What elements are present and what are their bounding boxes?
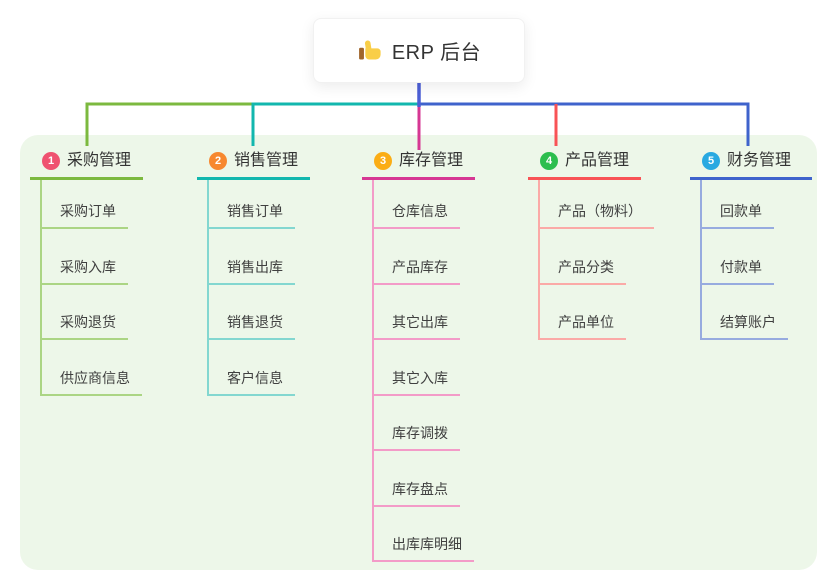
mindmap-child-node[interactable]: 库存盘点 bbox=[374, 451, 460, 507]
mindmap-child-node[interactable]: 仓库信息 bbox=[374, 180, 460, 229]
mindmap-child-node[interactable]: 销售退货 bbox=[209, 285, 295, 340]
branch-finance: 5 财务管理 回款单付款单结算账户 bbox=[690, 150, 812, 340]
child-node-label: 产品单位 bbox=[558, 314, 614, 330]
child-node-label: 产品库存 bbox=[392, 258, 448, 275]
root-title: ERP 后台 bbox=[391, 42, 482, 64]
mindmap-child-node[interactable]: 采购入库 bbox=[42, 229, 128, 285]
branch-children-list: 采购订单采购入库采购退货供应商信息 bbox=[40, 180, 142, 396]
root-node[interactable]: ERP 后台 bbox=[313, 18, 525, 83]
branch-number-badge: 4 bbox=[540, 152, 558, 170]
mindmap-child-node[interactable]: 采购订单 bbox=[42, 180, 128, 229]
mindmap-child-node[interactable]: 回款单 bbox=[702, 180, 774, 229]
child-node-label: 销售退货 bbox=[227, 314, 283, 330]
branch-finance-header[interactable]: 5 财务管理 bbox=[690, 150, 812, 180]
branch-children-list: 仓库信息产品库存其它出库其它入库库存调拨库存盘点出库库明细 bbox=[372, 180, 474, 562]
mindmap-child-node[interactable]: 产品（物料） bbox=[540, 180, 654, 229]
mindmap-child-node[interactable]: 销售出库 bbox=[209, 229, 295, 285]
child-node-label: 其它入库 bbox=[392, 369, 448, 386]
child-node-label: 付款单 bbox=[720, 258, 762, 275]
branch-number-badge: 1 bbox=[42, 152, 60, 170]
child-node-label: 出库库明细 bbox=[392, 536, 462, 552]
mindmap-child-node[interactable]: 采购退货 bbox=[42, 285, 128, 340]
branch-label: 产品管理 bbox=[565, 152, 630, 169]
child-node-label: 销售订单 bbox=[227, 203, 283, 219]
branch-children-list: 销售订单销售出库销售退货客户信息 bbox=[207, 180, 295, 396]
branch-inventory: 3 库存管理 仓库信息产品库存其它出库其它入库库存调拨库存盘点出库库明细 bbox=[362, 150, 476, 562]
child-node-label: 结算账户 bbox=[720, 314, 776, 330]
mindmap-child-node[interactable]: 产品库存 bbox=[374, 229, 460, 285]
mindmap-child-node[interactable]: 结算账户 bbox=[702, 285, 788, 340]
mindmap-child-node[interactable]: 产品分类 bbox=[540, 229, 626, 285]
branch-number-badge: 3 bbox=[374, 152, 392, 170]
branch-product: 4 产品管理 产品（物料） 产品分类产品单位 bbox=[528, 150, 654, 340]
branch-procurement-header[interactable]: 1 采购管理 bbox=[30, 150, 144, 180]
thumbs-up-icon bbox=[358, 40, 381, 60]
mindmap-child-node[interactable]: 出库库明细 bbox=[374, 507, 474, 562]
child-node-label: 回款单 bbox=[720, 203, 762, 219]
branch-children-list: 产品（物料） 产品分类产品单位 bbox=[538, 180, 654, 340]
child-node-label: 采购退货 bbox=[60, 314, 116, 330]
branch-label: 财务管理 bbox=[727, 152, 792, 169]
branch5-connector bbox=[420, 102, 750, 146]
child-node-label: 采购订单 bbox=[60, 203, 116, 219]
child-node-label: 客户信息 bbox=[227, 369, 283, 386]
branch-sales-header[interactable]: 2 销售管理 bbox=[197, 150, 311, 180]
branch-sales: 2 销售管理 销售订单销售出库销售退货客户信息 bbox=[197, 150, 311, 396]
branch-procurement: 1 采购管理 采购订单采购入库采购退货供应商信息 bbox=[30, 150, 144, 396]
child-node-label: 采购入库 bbox=[60, 258, 116, 275]
child-node-label: 供应商信息 bbox=[60, 369, 130, 386]
mindmap-child-node[interactable]: 客户信息 bbox=[209, 340, 295, 396]
branch-number-badge: 2 bbox=[209, 152, 227, 170]
mindmap-child-node[interactable]: 销售订单 bbox=[209, 180, 295, 229]
mindmap-child-node[interactable]: 库存调拨 bbox=[374, 396, 460, 451]
mindmap-child-node[interactable]: 供应商信息 bbox=[42, 340, 142, 396]
child-node-label: 产品分类 bbox=[558, 258, 614, 275]
branch-label: 采购管理 bbox=[67, 152, 132, 169]
mindmap-child-node[interactable]: 其它出库 bbox=[374, 285, 460, 340]
mindmap-child-node[interactable]: 产品单位 bbox=[540, 285, 626, 340]
child-node-label: 库存调拨 bbox=[392, 425, 448, 441]
branch-label: 销售管理 bbox=[234, 152, 299, 169]
branches-panel bbox=[20, 135, 817, 570]
branch2-connector bbox=[251, 102, 418, 146]
child-node-label: 库存盘点 bbox=[392, 480, 448, 497]
branch-inventory-header[interactable]: 3 库存管理 bbox=[362, 150, 476, 180]
child-node-label: 仓库信息 bbox=[392, 203, 448, 219]
mindmap-child-node[interactable]: 付款单 bbox=[702, 229, 774, 285]
branch-children-list: 回款单付款单结算账户 bbox=[700, 180, 788, 340]
branch1-connector bbox=[85, 102, 253, 146]
child-node-label: 销售出库 bbox=[227, 258, 283, 275]
branch-number-badge: 5 bbox=[702, 152, 720, 170]
branch-product-header[interactable]: 4 产品管理 bbox=[528, 150, 642, 180]
branch-label: 库存管理 bbox=[399, 152, 464, 169]
child-node-label: 其它出库 bbox=[392, 314, 448, 330]
child-node-label: 产品（物料） bbox=[558, 203, 642, 219]
mindmap-child-node[interactable]: 其它入库 bbox=[374, 340, 460, 396]
